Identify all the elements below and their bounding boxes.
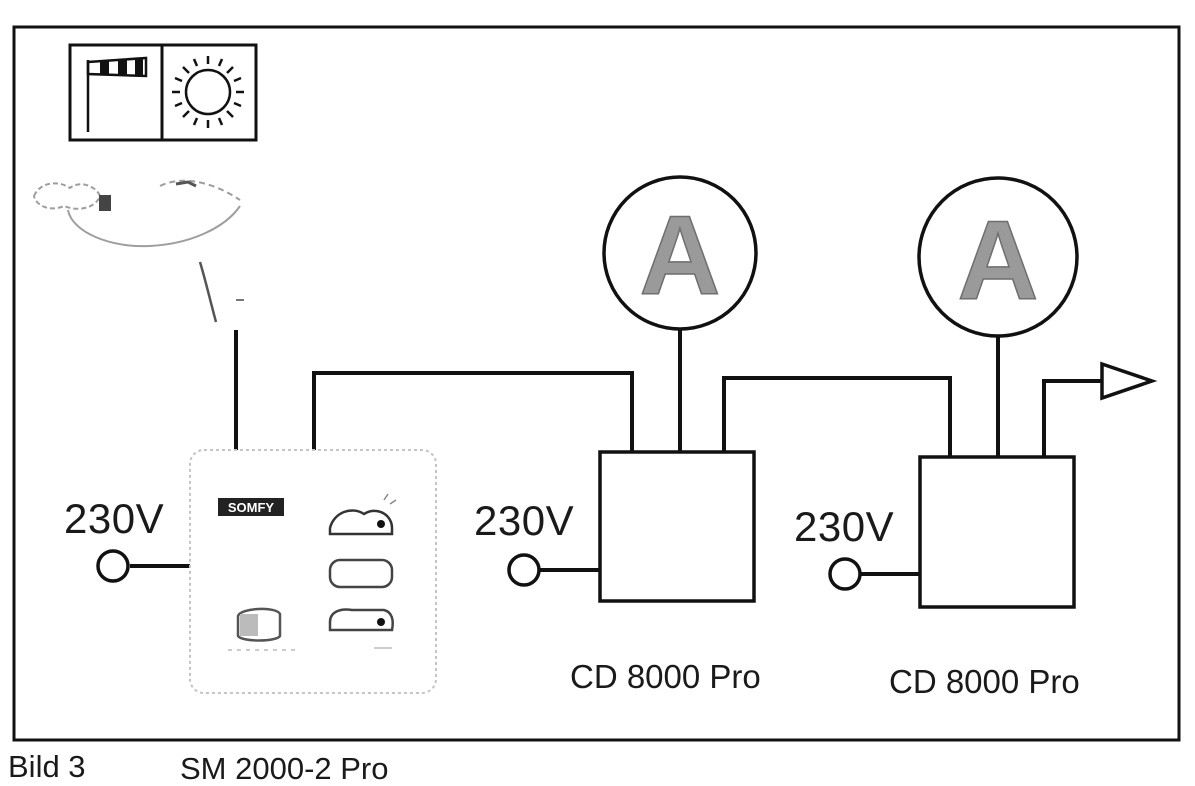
diagram-frame	[12, 25, 1181, 742]
control-unit-logo	[218, 498, 284, 516]
power-terminal-1	[96, 549, 130, 583]
control-unit: SOMFY	[189, 449, 437, 694]
device-label-2: CD 8000 Pro	[889, 663, 1080, 700]
device-label-1: CD 8000 Pro	[570, 658, 761, 695]
windsock-icon	[86, 56, 148, 132]
power-label-2: 230V	[474, 497, 575, 544]
figure-caption-label: Bild 3	[8, 749, 86, 784]
figure-caption-title: SM 2000-2 Pro	[180, 751, 389, 786]
middle-button	[328, 558, 394, 589]
device-box-1	[598, 450, 756, 603]
motor-2-symbol: A	[958, 198, 1039, 323]
arrow-output-icon	[1100, 361, 1158, 401]
power-label-3: 230V	[794, 503, 895, 550]
motor-2: A	[917, 176, 1079, 338]
weather-button	[328, 509, 394, 536]
power-label-1: 230V	[64, 495, 165, 542]
motor-1: A	[602, 175, 758, 331]
sun-icon	[172, 56, 244, 128]
sensor-symbol-box	[68, 43, 258, 142]
control-unit-brand: SOMFY	[228, 500, 275, 515]
left-switch	[236, 607, 282, 642]
device-box-2	[918, 455, 1076, 609]
lower-button	[328, 608, 394, 632]
wiring-lines	[130, 328, 1102, 576]
power-terminal-2	[507, 553, 541, 587]
sensor-icon	[32, 179, 244, 323]
motor-1-symbol: A	[640, 193, 721, 318]
power-terminal-3	[828, 557, 862, 591]
